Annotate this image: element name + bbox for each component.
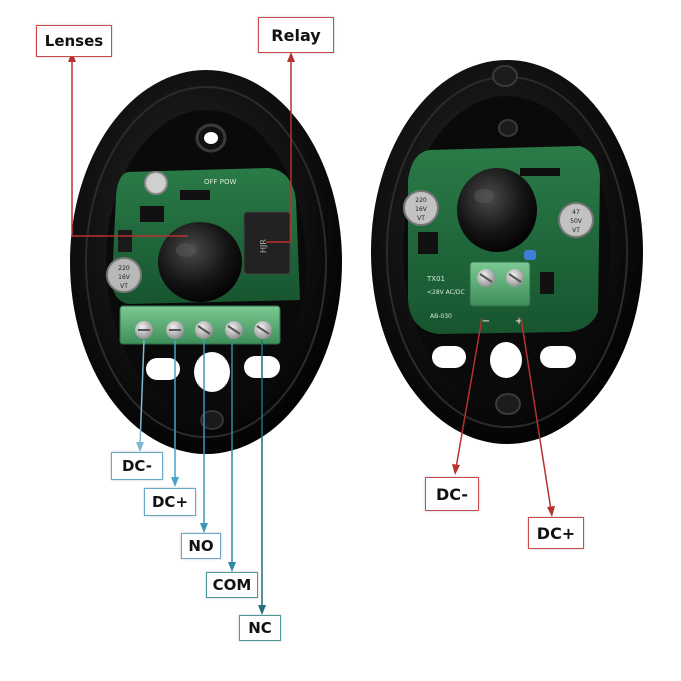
left-capacitor-text: 220 [118, 265, 130, 272]
svg-text:50V: 50V [570, 218, 583, 225]
left-relay [243, 211, 291, 275]
lenses-leader [71, 58, 188, 237]
left-terminal-screws [135, 321, 272, 339]
svg-text:VT: VT [572, 227, 580, 234]
left-led-text: OFF POW [204, 178, 237, 186]
right-dc-minus-leader [455, 317, 483, 469]
left-slot-1 [146, 358, 180, 380]
right-lens [457, 168, 537, 252]
right-model-text: AB-030 [430, 313, 452, 320]
svg-text:+: + [515, 316, 523, 327]
left-dc-plus-label: DC+ [144, 488, 196, 516]
right-slot-1 [432, 346, 466, 368]
svg-text:220: 220 [415, 197, 427, 204]
left-capacitor-small [144, 171, 168, 195]
svg-text:16V: 16V [118, 274, 131, 281]
right-dc-minus-label: DC- [425, 477, 479, 511]
right-sensor: 220 16V VT 47 50V VT TX01 <28V AC/DC AB-… [371, 60, 643, 444]
no-label: NO [181, 533, 221, 559]
left-dc-minus-leader [139, 339, 145, 446]
svg-text:47: 47 [572, 209, 580, 216]
left-capacitor-large [106, 257, 142, 293]
svg-text:−: − [482, 316, 490, 327]
left-ic-chip [140, 206, 164, 222]
lenses-label: Lenses [36, 25, 112, 57]
right-capacitor-right [558, 202, 594, 238]
left-lens [158, 222, 242, 302]
nc-label: NC [239, 615, 281, 641]
right-power-text: <28V AC/DC [427, 289, 465, 296]
com-label: COM [206, 572, 258, 598]
svg-text:VT: VT [120, 283, 128, 290]
relay-leader [266, 58, 292, 243]
right-dc-plus-leader [520, 317, 552, 511]
svg-text:16V: 16V [415, 206, 428, 213]
left-dc-minus-label: DC- [111, 452, 163, 480]
right-slot-3 [540, 346, 576, 368]
svg-text:HJR: HJR [259, 239, 268, 253]
right-dc-plus-label: DC+ [528, 517, 584, 549]
right-capacitor-left [403, 190, 439, 226]
right-slot-2 [490, 342, 522, 378]
annotation-leaders [68, 52, 555, 615]
right-tx-text: TX01 [426, 275, 445, 283]
svg-text:VT: VT [417, 215, 425, 222]
left-sensor: 220 16V VT HJR OFF POW [70, 70, 342, 454]
relay-label: Relay [258, 17, 334, 53]
left-slot-2 [194, 352, 230, 392]
